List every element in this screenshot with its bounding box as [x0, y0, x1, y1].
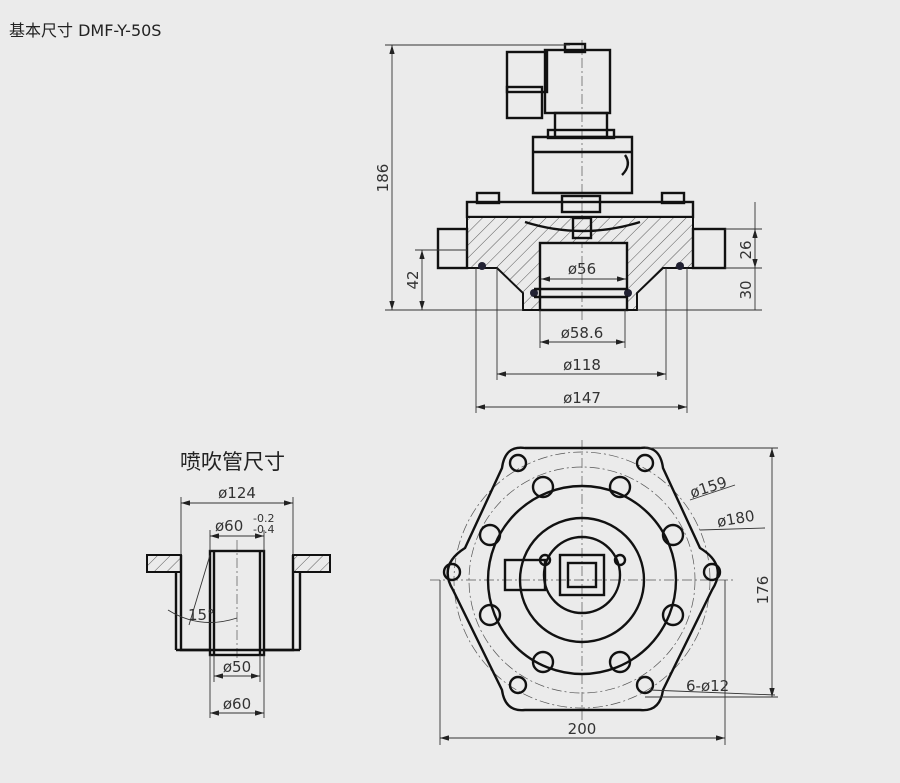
dim-holes-6-12: 6-ø12 — [686, 677, 729, 695]
mounting-holes — [442, 453, 722, 695]
dim-pipe-124: ø124 — [218, 484, 256, 502]
dim-seal-118: ø118 — [563, 356, 601, 374]
dim-angle-15: 15° — [188, 606, 215, 624]
dim-26: 26 — [737, 240, 755, 259]
blow-pipe-section: 15° — [146, 540, 331, 660]
side-view-dimensions: 186 42 26 30 ø56 ø58.6 ø118 ø147 — [374, 44, 762, 413]
pipe-section-title: 喷吹管尺寸 — [180, 450, 285, 474]
dim-159: ø159 — [688, 473, 730, 502]
dim-bore-56: ø56 — [568, 260, 596, 278]
dim-outlet-58-6: ø58.6 — [561, 324, 604, 342]
dim-30: 30 — [737, 280, 755, 299]
dim-inlet-42: 42 — [404, 270, 422, 289]
dim-flange-147: ø147 — [563, 389, 601, 407]
dim-pipe-50: ø50 — [223, 658, 251, 676]
dim-pipe-60: ø60 — [223, 695, 251, 713]
dim-height-176: 176 — [754, 576, 772, 605]
drawing-title: 基本尺寸 DMF-Y-50S — [9, 21, 162, 40]
blow-pipe-dimensions: ø124 ø60 -0.2 -0.4 ø50 ø60 — [180, 484, 294, 718]
dim-180: ø180 — [716, 507, 756, 531]
tolerance-upper: -0.2 — [253, 512, 274, 525]
dim-pipe-60-tol: ø60 — [215, 517, 243, 535]
tolerance-lower: -0.4 — [253, 523, 274, 536]
dim-height-186: 186 — [374, 164, 392, 193]
valve-side-view — [436, 40, 727, 320]
dim-width-200: 200 — [568, 720, 597, 738]
cover-bolts — [478, 475, 685, 674]
valve-bottom-view — [430, 440, 735, 720]
